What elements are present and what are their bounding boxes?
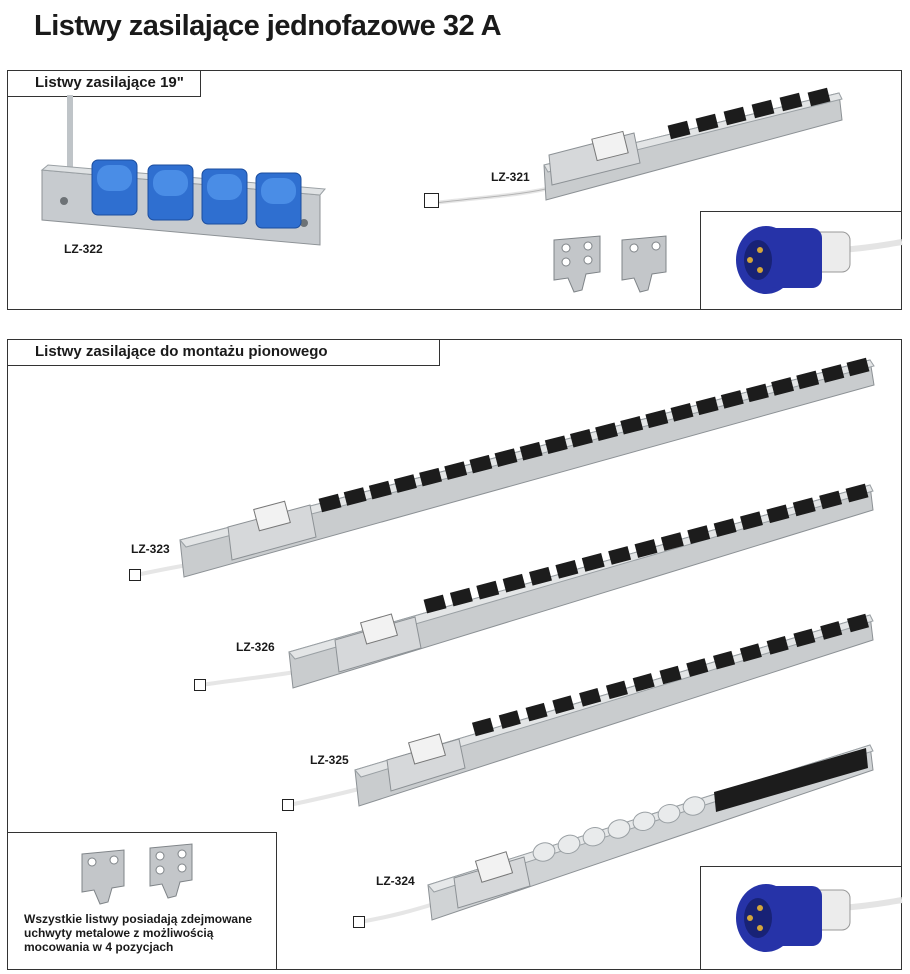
lz323-label: LZ-323 <box>131 542 170 556</box>
socket <box>595 422 619 442</box>
bottom-brackets-image <box>81 843 193 905</box>
socket <box>720 390 744 409</box>
blue-plug-image-top <box>736 226 903 294</box>
socket <box>740 511 763 531</box>
lz324-product-image <box>359 744 874 924</box>
socket <box>525 702 548 722</box>
socket <box>634 539 658 558</box>
socket <box>471 717 495 737</box>
socket <box>819 490 843 510</box>
socket <box>687 525 711 544</box>
socket <box>793 628 816 648</box>
socket <box>498 710 521 729</box>
socket <box>846 357 870 377</box>
lz323-product-image <box>135 357 875 578</box>
lz326-product-image <box>200 483 874 689</box>
socket <box>318 493 342 513</box>
top-brackets-image <box>553 235 667 293</box>
socket <box>771 377 795 396</box>
socket <box>449 587 473 607</box>
socket <box>820 621 843 640</box>
schuko-socket <box>532 842 556 862</box>
socket <box>821 364 845 383</box>
socket <box>695 396 719 416</box>
lz324-marker <box>353 916 365 928</box>
lz321-label: LZ-321 <box>491 170 530 184</box>
schuko-socket <box>632 811 656 832</box>
socket <box>476 580 500 600</box>
lz323-marker <box>129 569 141 581</box>
socket <box>423 594 447 614</box>
socket <box>660 532 684 551</box>
top-section-tab: Listwy zasilające 19" <box>8 71 201 97</box>
socket <box>670 403 694 422</box>
lz322-label: LZ-322 <box>64 242 103 256</box>
socket <box>739 643 762 662</box>
lz325-marker <box>282 799 294 811</box>
schuko-socket <box>682 796 706 816</box>
lz324-label: LZ-324 <box>376 874 415 888</box>
socket <box>555 559 579 579</box>
socket <box>393 474 417 493</box>
socket <box>519 441 543 461</box>
socket <box>713 518 737 538</box>
note-line-2: uchwyty metalowe z możliwością <box>24 926 214 940</box>
socket <box>368 480 392 500</box>
lz321-product-image <box>433 87 843 205</box>
socket <box>605 680 628 700</box>
schuko-socket <box>657 803 681 824</box>
socket <box>581 553 605 572</box>
blue-plug-image-bottom <box>736 884 903 952</box>
schuko-socket <box>607 819 631 839</box>
socket <box>569 428 593 448</box>
socket <box>792 497 816 517</box>
socket <box>745 383 769 403</box>
socket <box>846 613 870 633</box>
socket <box>659 665 682 685</box>
socket <box>419 467 443 487</box>
schuko-socket <box>582 826 606 847</box>
lz321-marker <box>424 193 439 208</box>
socket <box>469 454 493 474</box>
socket <box>444 461 468 480</box>
socket <box>645 409 669 429</box>
socket <box>713 650 736 670</box>
socket <box>620 416 644 435</box>
note-inset <box>7 832 277 970</box>
socket <box>544 435 568 454</box>
lz325-label: LZ-325 <box>310 753 349 767</box>
socket <box>579 688 602 707</box>
bottom-section-tab: Listwy zasilające do montażu pionowego <box>8 340 440 366</box>
socket <box>845 483 869 503</box>
socket <box>632 673 655 692</box>
socket <box>529 566 552 586</box>
lz326-label: LZ-326 <box>236 640 275 654</box>
socket <box>502 573 526 593</box>
socket <box>796 370 820 390</box>
lz326-marker <box>194 679 206 691</box>
lz325-product-image <box>288 613 874 807</box>
page-title: Listwy zasilające jednofazowe 32 A <box>34 10 502 42</box>
note-line-1: Wszystkie listwy posiadają zdejmowane <box>24 912 253 926</box>
socket <box>552 695 575 714</box>
schuko-socket <box>557 834 581 855</box>
socket <box>766 504 790 524</box>
lz322-product-image <box>40 95 326 246</box>
socket <box>343 487 367 506</box>
socket <box>686 658 709 677</box>
socket <box>494 448 518 467</box>
socket <box>766 636 789 655</box>
socket <box>608 546 632 565</box>
note-line-3: mocowania w 4 pozycjach <box>24 940 174 954</box>
note-text: Wszystkie listwy posiadają zdejmowane uc… <box>24 912 252 954</box>
